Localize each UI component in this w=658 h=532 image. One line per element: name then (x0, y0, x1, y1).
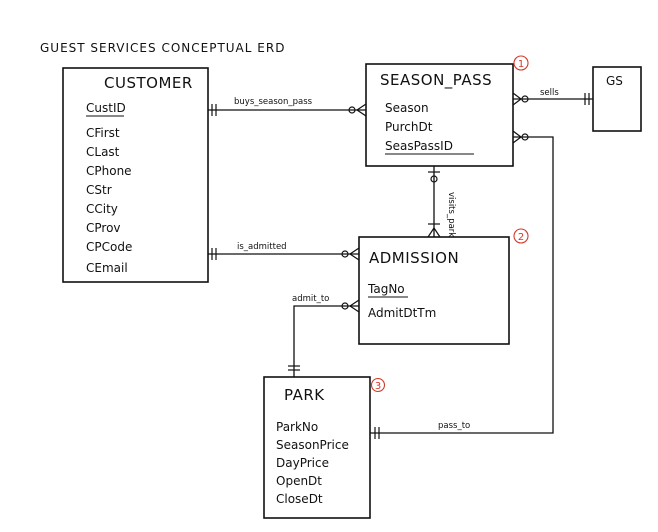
sells-label: sells (540, 88, 559, 98)
customer-attr-cpcode: CPCode (86, 240, 132, 254)
gs-name: GS (606, 74, 623, 88)
season-pass-attr-season: Season (385, 101, 429, 115)
customer-box (62, 67, 209, 283)
season-pass-attr-purchdt: PurchDt (385, 120, 433, 134)
park-attr-closedt: CloseDt (276, 492, 323, 506)
relationship-buys-season-pass: buys_season_pass (208, 97, 367, 117)
zero-circle (341, 250, 349, 258)
admission-name: ADMISSION (369, 249, 459, 267)
zero-circle (521, 95, 529, 103)
many-crowfoot (348, 247, 360, 261)
park-number-circle (370, 377, 386, 393)
admit-to-label: admit_to (292, 294, 329, 304)
season-pass-box (365, 63, 514, 167)
admission-attr-admitdttm: AdmitDtTm (368, 306, 436, 320)
season-pass-number-circle (513, 55, 529, 71)
admission-number: 2 (518, 232, 524, 243)
park-box (263, 376, 371, 519)
park-attr-parkno: ParkNo (276, 420, 318, 434)
many-crowfoot (427, 226, 441, 238)
zero-circle (348, 106, 356, 114)
buys-season-pass-label: buys_season_pass (234, 97, 313, 107)
entity-customer: CUSTOMER CustID CFirst CLast CPhone CStr… (62, 67, 209, 283)
visits-park-label: visits_park (446, 192, 456, 237)
admission-attr-tagno: TagNo (367, 282, 405, 296)
entity-season-pass: SEASON_PASS 1 Season PurchDt SeasPassID (365, 55, 529, 167)
season-pass-attr-seaspassid: SeasPassID (385, 139, 453, 153)
admit-to-line (293, 305, 359, 377)
relationship-admit-to: admit_to (288, 294, 360, 377)
park-number: 3 (375, 381, 381, 392)
many-crowfoot (348, 299, 360, 313)
relationship-pass-to: pass_to (370, 130, 554, 439)
zero-circle (341, 302, 349, 310)
many-crowfoot (512, 92, 522, 106)
park-name: PARK (284, 386, 325, 404)
many-crowfoot (512, 130, 522, 144)
customer-attr-cphone: CPhone (86, 164, 132, 178)
customer-attr-cprov: CProv (86, 221, 121, 235)
customer-name: CUSTOMER (104, 74, 193, 92)
zero-circle (430, 175, 438, 183)
entity-gs: GS (592, 66, 642, 132)
zero-circle (521, 133, 529, 141)
relationship-visits-park: visits_park (427, 166, 456, 238)
park-attr-opendt: OpenDt (276, 474, 322, 488)
park-attr-seasonprice: SeasonPrice (276, 438, 349, 452)
season-pass-number: 1 (518, 59, 524, 70)
admission-number-circle (513, 228, 529, 244)
customer-attr-ccity: CCity (86, 202, 118, 216)
customer-attr-custid: CustID (86, 101, 126, 115)
pass-to-label: pass_to (438, 421, 470, 431)
many-crowfoot (355, 103, 367, 117)
customer-attr-cemail: CEmail (86, 261, 128, 275)
customer-attr-cfirst: CFirst (86, 126, 120, 140)
entity-admission: ADMISSION 2 TagNo AdmitDtTm (358, 228, 529, 345)
diagram-title: GUEST SERVICES CONCEPTUAL ERD (40, 41, 285, 55)
season-pass-name: SEASON_PASS (380, 71, 492, 90)
is-admitted-label: is_admitted (237, 242, 287, 252)
entity-park: PARK 3 ParkNo SeasonPrice DayPrice OpenD… (263, 376, 386, 519)
park-attr-dayprice: DayPrice (276, 456, 329, 470)
customer-attr-cstr: CStr (86, 183, 112, 197)
customer-attr-clast: CLast (86, 145, 120, 159)
pass-to-line (370, 136, 554, 434)
relationship-sells: sells (512, 88, 593, 106)
relationship-is-admitted: is_admitted (208, 242, 360, 261)
